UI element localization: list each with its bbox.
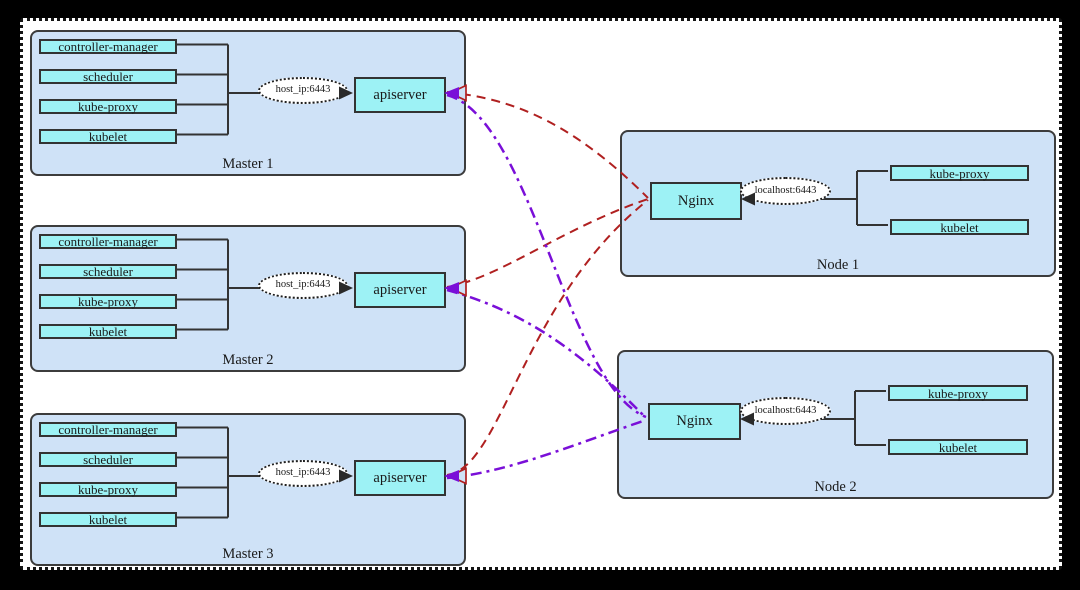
controller-manager-box: controller-manager: [39, 39, 177, 54]
kube-proxy-box: kube-proxy: [890, 165, 1029, 181]
kubelet-box: kubelet: [39, 512, 177, 527]
kube-proxy-box: kube-proxy: [39, 482, 177, 497]
apiserver-label: apiserver: [373, 281, 427, 298]
host-ip-endpoint-label: host_ip:6443: [275, 279, 331, 291]
nginx-box: Nginx: [650, 182, 742, 220]
kube-proxy-label: kube-proxy: [78, 99, 138, 114]
nginx-label: Nginx: [677, 192, 715, 209]
kubelet-label: kubelet: [940, 219, 979, 235]
host-ip-endpoint-ellipse: host_ip:6443: [258, 460, 348, 487]
apiserver-box: apiserver: [354, 77, 446, 113]
localhost-endpoint-ellipse: localhost:6443: [740, 177, 831, 205]
kube-proxy-label: kube-proxy: [78, 294, 138, 309]
kubelet-box: kubelet: [39, 324, 177, 339]
kube-proxy-box: kube-proxy: [888, 385, 1028, 401]
scheduler-box: scheduler: [39, 264, 177, 279]
localhost-endpoint-label: localhost:6443: [754, 184, 817, 196]
controller-manager-box: controller-manager: [39, 234, 177, 249]
node-1-label: Node 1: [816, 257, 860, 273]
master-1-group: controller-manager scheduler kube-proxy …: [30, 30, 466, 176]
scheduler-label: scheduler: [83, 452, 133, 467]
apiserver-box: apiserver: [354, 460, 446, 496]
kubelet-label: kubelet: [938, 439, 978, 455]
host-ip-endpoint-ellipse: host_ip:6443: [258, 77, 348, 104]
scheduler-box: scheduler: [39, 69, 177, 84]
localhost-endpoint-label: localhost:6443: [754, 404, 817, 416]
kubelet-box: kubelet: [890, 219, 1029, 235]
kubelet-label: kubelet: [88, 324, 128, 339]
nginx-label: Nginx: [676, 413, 713, 430]
controller-manager-label: controller-manager: [58, 422, 158, 437]
kubelet-box: kubelet: [888, 439, 1028, 455]
kube-proxy-box: kube-proxy: [39, 294, 177, 309]
scheduler-label: scheduler: [83, 264, 133, 279]
controller-manager-label: controller-manager: [58, 39, 158, 54]
kubelet-box: kubelet: [39, 129, 177, 144]
scheduler-label: scheduler: [83, 69, 133, 84]
master-3-group: controller-manager scheduler kube-proxy …: [30, 413, 466, 566]
host-ip-endpoint-ellipse: host_ip:6443: [258, 272, 348, 299]
kubelet-label: kubelet: [88, 129, 128, 144]
scheduler-box: scheduler: [39, 452, 177, 467]
controller-manager-box: controller-manager: [39, 422, 177, 437]
kube-proxy-label: kube-proxy: [928, 385, 988, 401]
apiserver-label: apiserver: [373, 469, 427, 486]
host-ip-endpoint-label: host_ip:6443: [275, 84, 331, 96]
apiserver-label: apiserver: [373, 86, 427, 103]
master-2-label: Master 2: [222, 352, 274, 368]
node-2-group: Nginx kube-proxy kubelet Node 2: [617, 350, 1054, 499]
controller-manager-label: controller-manager: [58, 234, 158, 249]
master-3-label: Master 3: [222, 546, 274, 562]
host-ip-endpoint-label: host_ip:6443: [275, 467, 331, 479]
node-1-group: Nginx kube-proxy kubelet Node 1: [620, 130, 1056, 277]
kube-proxy-box: kube-proxy: [39, 99, 177, 114]
kube-proxy-label: kube-proxy: [78, 482, 138, 497]
apiserver-box: apiserver: [354, 272, 446, 308]
node-2-label: Node 2: [814, 479, 857, 495]
kubelet-label: kubelet: [88, 512, 128, 527]
nginx-box: Nginx: [648, 403, 741, 440]
kube-proxy-label: kube-proxy: [929, 165, 990, 181]
master-1-label: Master 1: [222, 156, 274, 172]
localhost-endpoint-ellipse: localhost:6443: [740, 397, 831, 425]
master-2-group: controller-manager scheduler kube-proxy …: [30, 225, 466, 372]
